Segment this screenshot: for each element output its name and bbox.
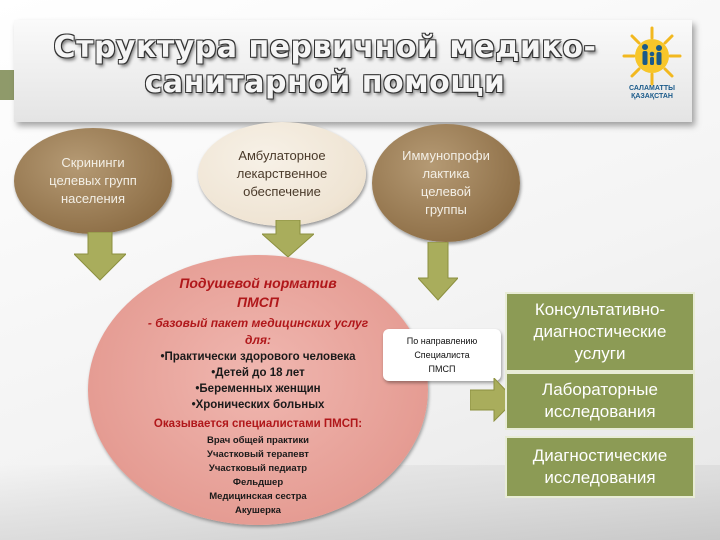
logo-caption-line-2: ҚАЗАҚСТАН [631,93,673,100]
service-line: услуги [574,344,626,363]
specialists-heading: Оказывается специалистами ПМСП: [153,418,363,430]
service-line: исследования [544,468,656,487]
node-immunization-line-3: целевой [420,184,472,199]
node-screenings-line-2: целевых групп [49,173,137,188]
title-panel [14,20,692,122]
list-item: •Хронических больных [191,399,325,411]
center-subheading-line-1: - базовый пакет медицинских услуг [147,316,369,330]
logo: САЛАМАТТЫ ҚАЗАҚСТАН [616,24,688,102]
node-drug-provision: Амбулаторное лекарственное обеспечение [198,122,366,226]
list-item: Медицинская сестра [209,491,307,502]
center-heading-line-1: Подушевой норматив [179,275,337,291]
list-item: Врач общей практики [207,435,309,446]
logo-caption-line-1: САЛАМАТТЫ [629,85,675,92]
service-line: Диагностические [532,446,668,465]
node-immunization-line-1: Иммунопрофи [402,148,490,163]
referral-line-2: Специалиста [414,350,470,360]
referral-line-1: По направлению [406,336,478,346]
sun-family-logo-icon [622,26,682,86]
node-immunization-line-2: лактика [422,166,470,181]
referral-note: По направлению Специалиста ПМСП [383,329,501,381]
list-item: Участковый педиатр [208,463,308,474]
title-line-1: Структура первичной медико- [53,30,597,65]
center-subheading-line-2: для: [245,333,271,347]
node-drug-provision-line-3: обеспечение [243,184,321,199]
node-screenings: Скрининги целевых групп населения [14,128,172,234]
service-line: Консультативно- [534,300,666,319]
node-immunization-line-4: группы [425,202,467,217]
node-screenings-line-1: Скрининги [61,155,125,170]
arrow-down-icon [74,232,126,281]
referral-line-3: ПМСП [428,364,456,374]
list-item: Акушерка [235,505,281,516]
list-item: •Практически здорового человека [160,351,356,363]
node-drug-provision-line-2: лекарственное [236,166,328,181]
arrow-right-icon [470,378,516,422]
node-immunization: Иммунопрофи лактика целевой группы [372,124,520,242]
service-diagnostic: Диагностические исследования [505,436,695,498]
list-item: •Беременных женщин [195,383,321,395]
center-node-pmsp [88,255,428,525]
arrow-down-icon [262,220,314,258]
node-screenings-line-3: населения [60,191,125,206]
center-subheading: - базовый пакет медицинских услуг для: [88,315,428,349]
service-line: исследования [544,402,656,421]
specialists-list: Врач общей практики Участковый терапевт … [88,434,428,518]
list-item: •Детей до 18 лет [211,367,305,379]
center-groups-list: •Практически здорового человека •Детей д… [88,349,428,413]
service-line: Лабораторные [542,380,658,399]
service-line: диагностические [533,322,667,341]
node-drug-provision-line-1: Амбулаторное [238,148,326,163]
list-item: Участковый терапевт [207,449,309,460]
center-heading-line-2: ПМСП [237,294,279,310]
service-laboratory: Лабораторные исследования [505,372,695,430]
service-consultative-diagnostic: Консультативно- диагностические услуги [505,292,695,372]
logo-caption: САЛАМАТТЫ ҚАЗАҚСТАН [616,85,688,101]
title-line-2: санитарной помощи [144,65,506,100]
slide-title: Структура первичной медико- санитарной п… [40,30,610,100]
arrow-down-icon [418,242,458,301]
center-heading: Подушевой норматив ПМСП [88,274,428,312]
list-item: Фельдшер [232,477,284,488]
